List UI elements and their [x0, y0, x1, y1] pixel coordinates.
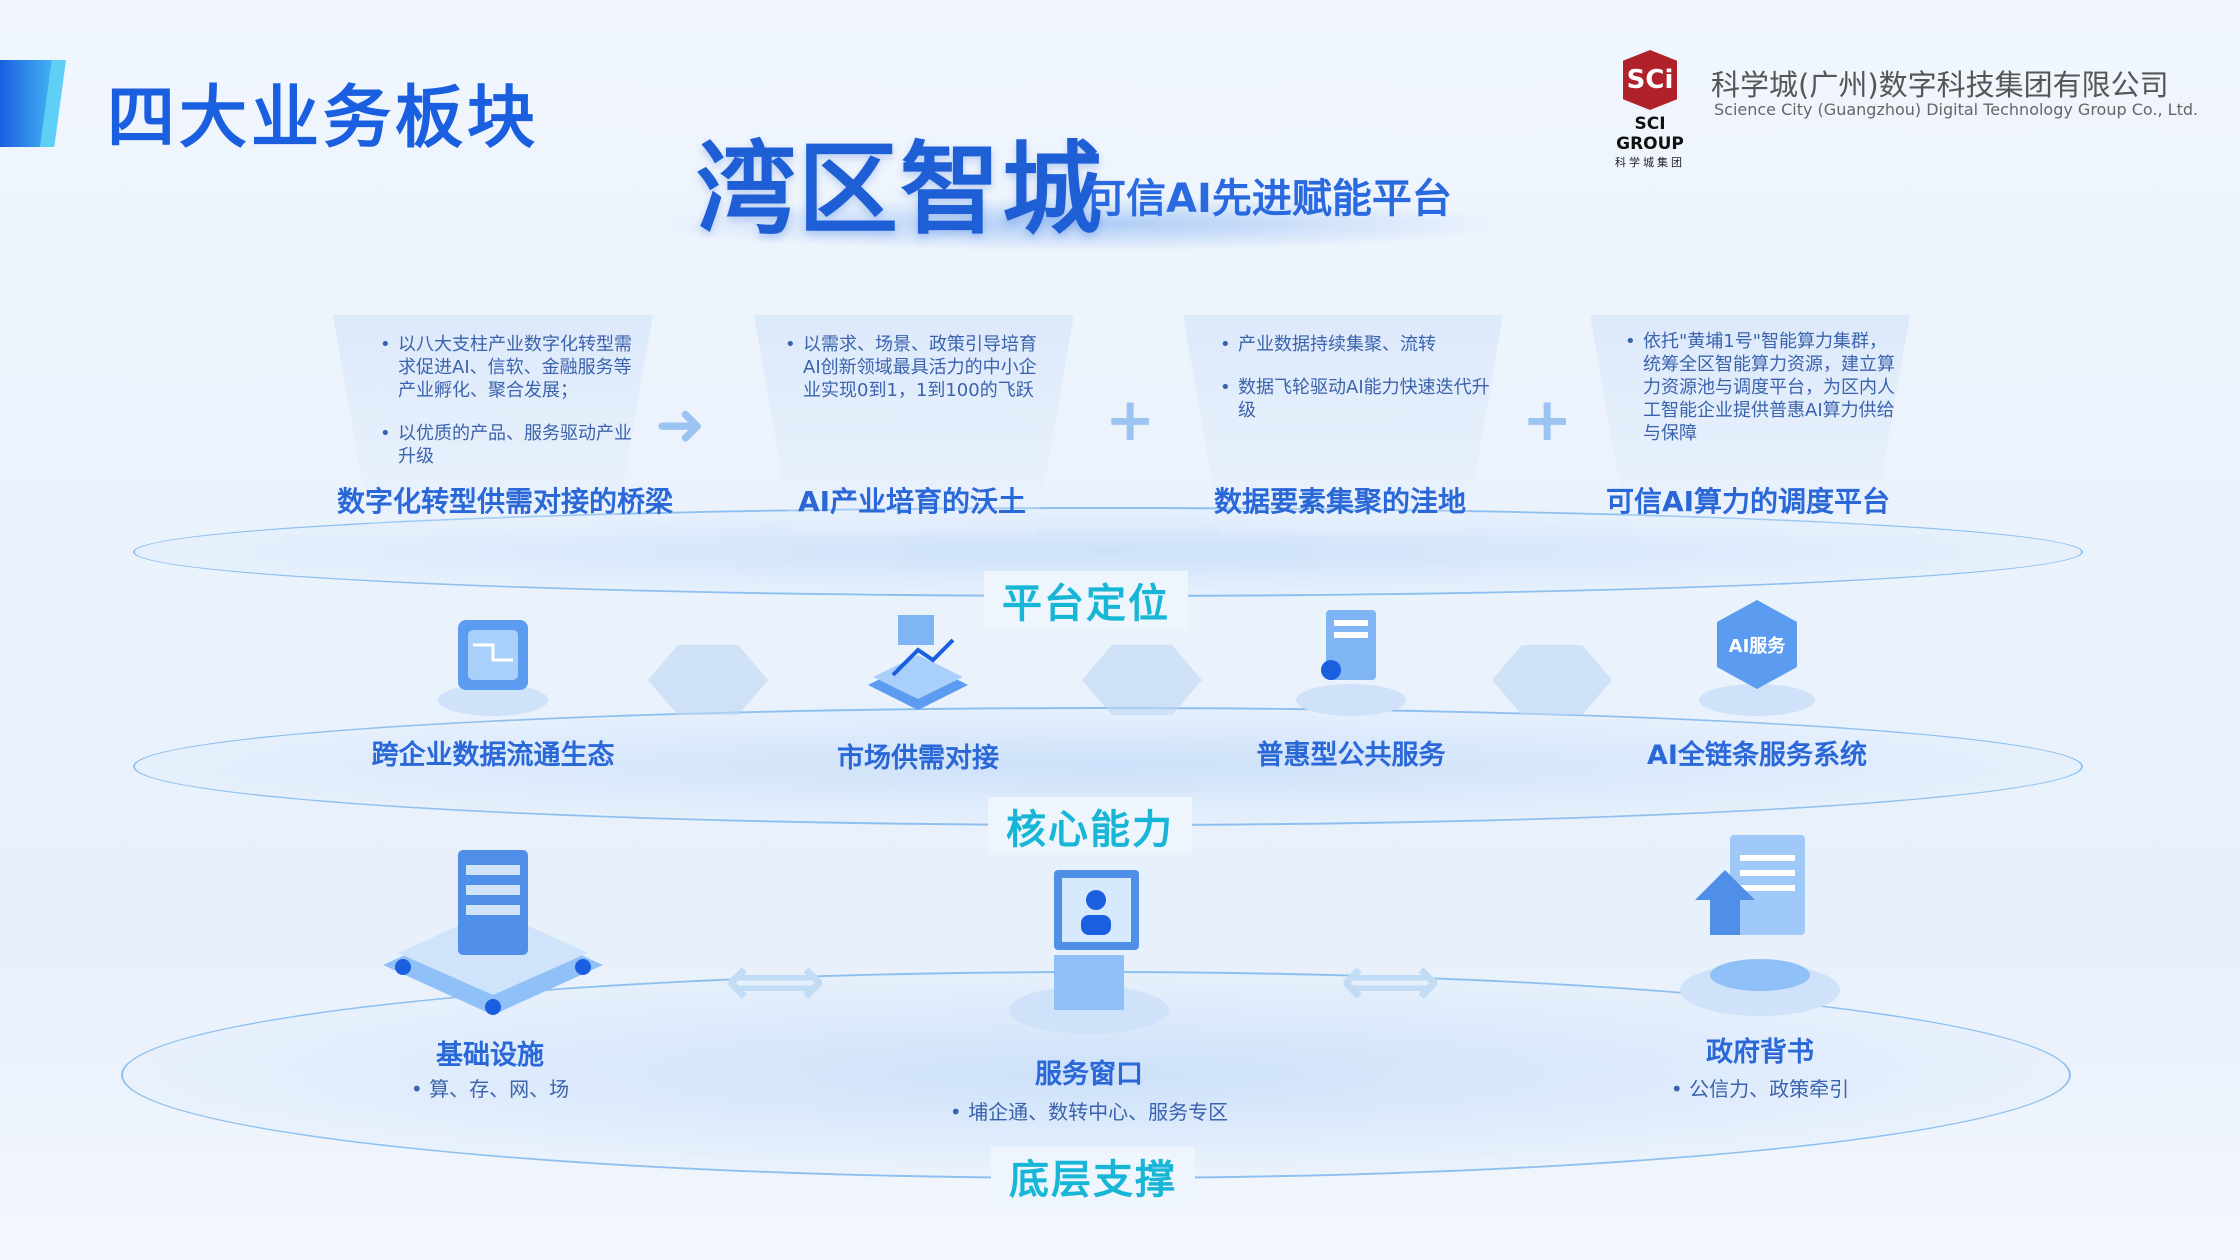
positioning-title-1: 数字化转型供需对接的桥梁 — [336, 485, 674, 518]
bullet: 以需求、场景、政策引导培育AI创新领域最具活力的中小企业实现0到1，1到100的… — [785, 333, 1045, 402]
core-item-label: 普惠型公共服务 — [1256, 740, 1446, 771]
hero-title: 湾区智城 — [696, 131, 1104, 248]
base-item-sub-text: 算、存、网、场 — [429, 1077, 570, 1101]
hexagon-decoration — [1492, 645, 1612, 715]
company-name-cn: 科学城(广州)数字科技集团有限公司 — [1711, 68, 2169, 102]
arrow-right-icon: ➜ — [655, 390, 706, 460]
bullet: 以优质的产品、服务驱动产业升级 — [380, 422, 640, 468]
data-flow-icon — [438, 620, 548, 716]
service-window-icon — [1009, 870, 1169, 1034]
positioning-title-2: AI产业培育的沃土 — [797, 485, 1027, 518]
positioning-column-4: 依托"黄埔1号"智能算力集群，统筹全区智能算力资源，建立算力资源池与调度平台，为… — [1625, 330, 1895, 465]
bullet: 以八大支柱产业数字化转型需求促进AI、信软、金融服务等产业孵化、聚合发展； — [380, 333, 640, 402]
server-infrastructure-icon — [383, 850, 603, 1015]
section-label-core: 核心能力 — [988, 797, 1192, 855]
company-logo: SCi SCI GROUP 科学城集团 — [1600, 50, 1700, 170]
positioning-column-1: 以八大支柱产业数字化转型需求促进AI、信软、金融服务等产业孵化、聚合发展； 以优… — [380, 333, 640, 488]
section-label-base: 底层支撑 — [991, 1147, 1195, 1205]
hero-pedestal — [640, 196, 1520, 252]
ai-service-badge: AI服务 — [1729, 635, 1787, 657]
core-item-label: 跨企业数据流通生态 — [371, 740, 615, 771]
base-item-sub: • 公信力、政策牵引 — [1670, 1077, 1850, 1101]
base-item-title: 基础设施 — [436, 1040, 544, 1071]
base-item-title: 政府背书 — [1706, 1037, 1814, 1068]
logo-cn: 科学城集团 — [1615, 156, 1685, 169]
plus-icon: + — [1522, 385, 1573, 455]
base-item-sub-text: 公信力、政策牵引 — [1689, 1077, 1850, 1101]
base-item-sub: • 算、存、网、场 — [410, 1077, 570, 1101]
logo-en: SCI GROUP — [1616, 114, 1684, 154]
positioning-title-4: 可信AI算力的调度平台 — [1605, 485, 1891, 518]
base-item-title: 服务窗口 — [1035, 1059, 1143, 1090]
hexagon-decoration — [648, 645, 768, 715]
logo-mark: SCi — [1623, 50, 1677, 110]
positioning-title-3: 数据要素集聚的洼地 — [1213, 485, 1467, 518]
company-name-en: Science City (Guangzhou) Digital Technol… — [1714, 100, 2199, 119]
double-arrow-icon: ⟺ — [1340, 940, 1441, 1022]
base-item-sub-text: 埔企通、数转中心、服务专区 — [968, 1100, 1229, 1124]
public-service-icon — [1296, 610, 1406, 716]
section-label-positioning: 平台定位 — [984, 571, 1188, 629]
page-title: 四大业务板块 — [107, 79, 540, 158]
bullet: 依托"黄埔1号"智能算力集群，统筹全区智能算力资源，建立算力资源池与调度平台，为… — [1625, 330, 1895, 445]
hexagon-decoration — [1082, 645, 1202, 715]
market-matching-icon — [868, 615, 968, 710]
government-document-icon — [1680, 835, 1840, 1016]
positioning-column-3: 产业数据持续集聚、流转 数据飞轮驱动AI能力快速迭代升级 — [1220, 333, 1490, 442]
plus-icon: + — [1105, 385, 1156, 455]
core-item-label: 市场供需对接 — [837, 743, 999, 774]
base-item-sub: • 埔企通、数转中心、服务专区 — [949, 1100, 1229, 1124]
bullet: 产业数据持续集聚、流转 — [1220, 333, 1490, 356]
positioning-column-2: 以需求、场景、政策引导培育AI创新领域最具活力的中小企业实现0到1，1到100的… — [785, 333, 1045, 422]
double-arrow-icon: ⟺ — [725, 940, 826, 1022]
bullet: 数据飞轮驱动AI能力快速迭代升级 — [1220, 376, 1490, 422]
core-item-label: AI全链条服务系统 — [1647, 740, 1867, 771]
hero-subtitle: 可信AI先进赋能平台 — [1086, 176, 1452, 222]
ai-service-icon: AI服务 — [1699, 600, 1815, 716]
